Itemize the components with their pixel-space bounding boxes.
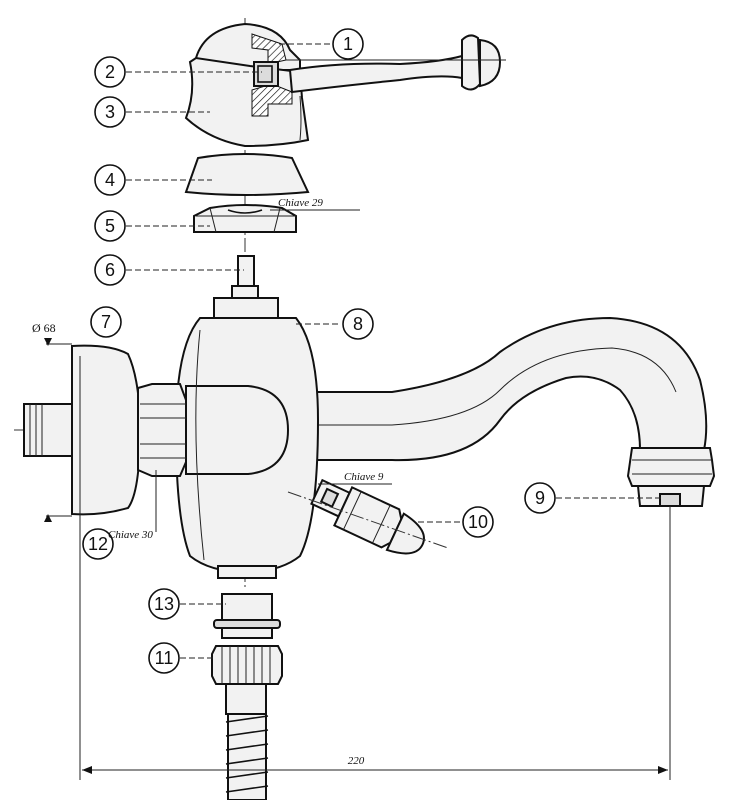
- svg-text:12: 12: [88, 534, 108, 554]
- callout-1: 1: [332, 28, 364, 60]
- handle-assembly: [184, 22, 506, 148]
- callout-7: 7: [90, 306, 122, 338]
- diverter-axis: [287, 491, 449, 549]
- note-diameter: Ø 68: [32, 321, 56, 335]
- callout-13: 13: [148, 588, 180, 620]
- svg-text:6: 6: [105, 260, 115, 280]
- svg-text:3: 3: [105, 102, 115, 122]
- svg-text:4: 4: [105, 170, 115, 190]
- callout-6: 6: [94, 254, 126, 286]
- svg-text:1: 1: [343, 34, 353, 54]
- callout-3: 3: [94, 96, 126, 128]
- note-key-9: Chiave 9: [344, 471, 384, 483]
- bottom-sleeve: [213, 593, 281, 639]
- callout-8: 8: [342, 308, 374, 340]
- leader-lines: [126, 43, 662, 659]
- dimension-width-label: 220: [348, 755, 365, 767]
- svg-text:5: 5: [105, 216, 115, 236]
- svg-text:10: 10: [468, 512, 488, 532]
- note-key-30: Chiave 30: [108, 529, 153, 541]
- svg-text:11: 11: [155, 648, 174, 668]
- cover-part: [184, 153, 310, 196]
- callout-9: 9: [524, 482, 556, 514]
- mixer-body: [174, 316, 716, 579]
- dimension-width: [79, 356, 671, 780]
- wall-inlet: [23, 344, 187, 516]
- callout-4: 4: [94, 164, 126, 196]
- svg-text:13: 13: [154, 594, 174, 614]
- nut-part: [193, 204, 297, 233]
- callout-10: 10: [462, 506, 494, 538]
- callout-2: 2: [94, 56, 126, 88]
- svg-text:7: 7: [101, 312, 111, 332]
- svg-text:9: 9: [535, 488, 545, 508]
- dimension-diameter: [44, 338, 72, 522]
- stem-part: [213, 255, 279, 319]
- callout-11: 11: [148, 642, 180, 674]
- callout-5: 5: [94, 210, 126, 242]
- svg-text:2: 2: [105, 62, 115, 82]
- svg-text:8: 8: [353, 314, 363, 334]
- note-key-29: Chiave 29: [278, 197, 323, 209]
- callout-12: 12: [82, 528, 114, 560]
- hose-connector: [211, 645, 283, 800]
- diverter-knob: [310, 478, 425, 555]
